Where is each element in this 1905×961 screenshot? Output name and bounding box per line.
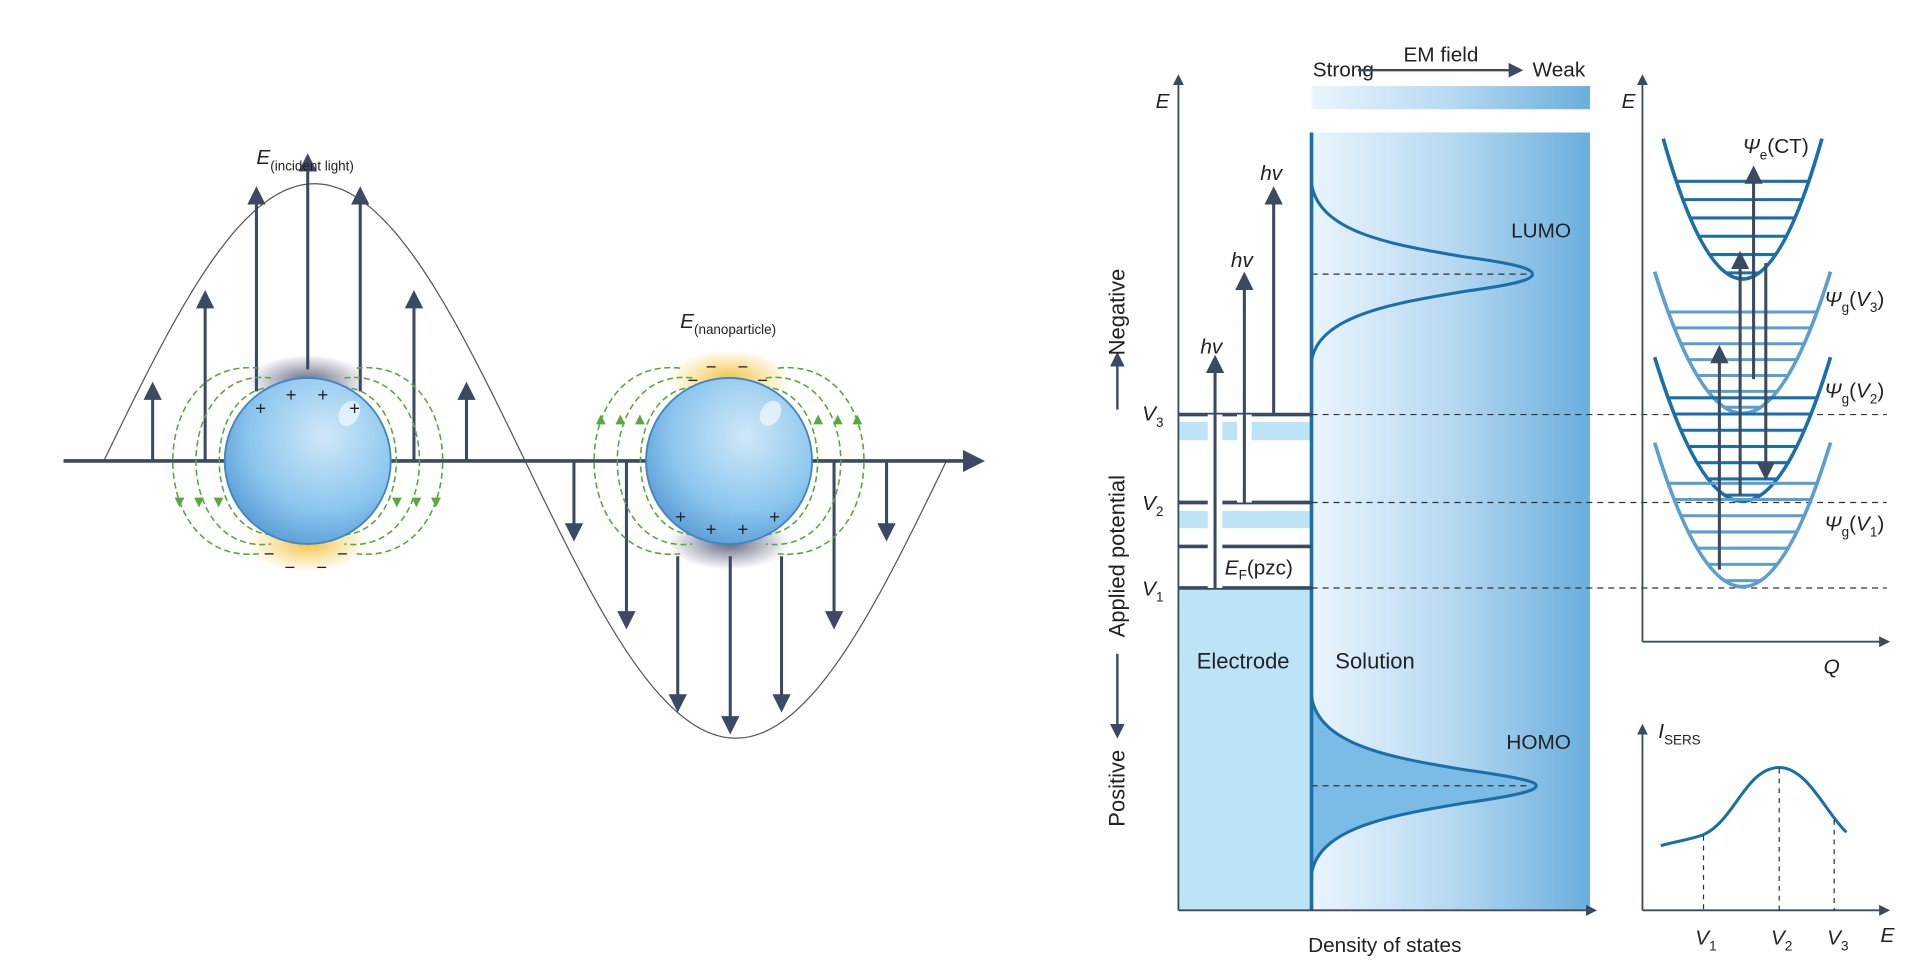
minus-charge: − [316,556,327,577]
dos-axis-label: Density of states [1308,934,1461,957]
plasmon-panel: + + + + − − − − − − − − + + + + E(incide… [63,146,985,739]
ground-state-v1-parabola [1652,442,1833,589]
positive-label: Positive [1105,750,1130,827]
field-line-arrowhead [635,414,645,425]
sers-tick-v1: V1 [1695,927,1716,954]
ground-state-v1-label: Ψg(V1) [1824,513,1884,540]
v1-label: V1 [1142,577,1163,604]
field-arrows [143,153,896,735]
field-line-arrowhead [411,497,422,508]
level-dashed-lines [1311,413,1887,589]
sers-dashed-lines [1702,768,1835,911]
field-line-arrowhead [615,414,626,425]
em-field-title: EM field [1403,44,1478,67]
ground-state-v3-label: Ψg(V3) [1824,288,1884,315]
field-line-arrowhead [194,497,204,508]
field-line [765,376,842,546]
v2-band [1178,511,1312,529]
plus-charge: + [769,506,780,527]
em-field-gradient-bar [1311,86,1590,110]
homo-label: HOMO [1506,731,1571,754]
lumo-dos-curve [1310,183,1535,362]
parabolas [1652,138,1833,589]
minus-charge: − [688,369,699,390]
sers-intensity-curve [1660,765,1848,848]
em-weak-label: Weak [1533,58,1586,81]
field-line-arrowhead [213,497,224,508]
field-line [616,376,693,546]
ground-state-v2-label: Ψg(V2) [1824,379,1884,406]
field-line [172,367,259,555]
applied-potential-axis: Negative Applied potential Positive [1105,269,1130,827]
plus-charge: + [318,384,329,405]
field-line [777,367,865,555]
electrode-region [1178,587,1312,911]
nanoparticle-left [223,377,392,545]
field-line [332,386,397,536]
sers-x-label: E [1881,924,1896,947]
field-line-arrowhead [174,497,185,508]
field-line-arrowhead [852,414,863,425]
excited-state-label: Ψe(CT) [1743,135,1809,162]
charges: + + + + − − − − − − − − + + + + [255,356,780,577]
plus-charge: + [675,506,686,527]
solution-label: Solution [1335,649,1414,674]
field-line-arrowhead [813,414,824,425]
field-line [218,386,284,536]
fermi-pzc-label: EF(pzc) [1225,557,1293,583]
lumo-label: LUMO [1511,219,1571,242]
field-line-arrowhead [431,497,441,508]
field-line [639,386,705,536]
minus-charge: − [285,556,296,577]
photon-label: hv [1231,249,1255,272]
sers-tick-v2: V2 [1771,927,1792,954]
transition-arrows [1710,165,1775,570]
sers-intensity-plot: ISERS E V1 V2 V3 [1636,720,1896,954]
minus-charge: − [757,369,768,390]
nanoparticle-right [645,377,813,545]
photon-arrows [1205,186,1283,588]
plus-charge: + [286,384,297,405]
plus-charge: + [738,518,749,539]
minus-charge: − [337,543,348,564]
potential-energy-curves: E Q Ψe(CT) Ψg(V3) Ψg(V2) Ψg(V1) [1622,74,1891,678]
photon-label: hv [1200,335,1224,358]
excited-state-parabola [1661,138,1824,281]
applied-potential-label: Applied potential [1105,475,1130,637]
plus-charge: + [706,518,717,539]
curves-energy-label: E [1622,90,1637,113]
minus-charge: − [706,356,717,377]
field-line-arrowhead [595,414,606,425]
minus-charge: − [738,356,749,377]
ground-state-v2-parabola [1652,356,1833,504]
minus-charge: − [264,543,275,564]
field-line [344,376,421,546]
v3-label: V3 [1142,403,1163,430]
plus-charge: + [255,398,266,419]
sers-y-label: ISERS [1658,720,1700,747]
v2-label: V2 [1142,492,1163,519]
energy-axis-label: E [1156,90,1171,113]
negative-label: Negative [1105,269,1130,356]
plus-charge: + [349,398,360,419]
incident-light-label: E(incident light) [256,146,353,173]
sers-tick-v3: V3 [1827,927,1848,954]
photon-label: hv [1260,162,1284,185]
field-line [593,367,681,555]
nanoparticle-field-label: E(nanoparticle) [680,310,776,337]
electrode-label: Electrode [1197,649,1290,674]
dipole-field-lines [172,367,865,555]
field-line [356,367,444,555]
field-line [195,376,272,546]
field-line-arrowhead [391,497,402,508]
field-line-arrowhead [832,414,843,425]
energy-level-diagram: Strong EM field Weak hv hv hv [1105,44,1887,957]
em-strong-label: Strong [1313,58,1374,81]
q-axis-label: Q [1824,655,1840,678]
field-line [753,386,819,536]
